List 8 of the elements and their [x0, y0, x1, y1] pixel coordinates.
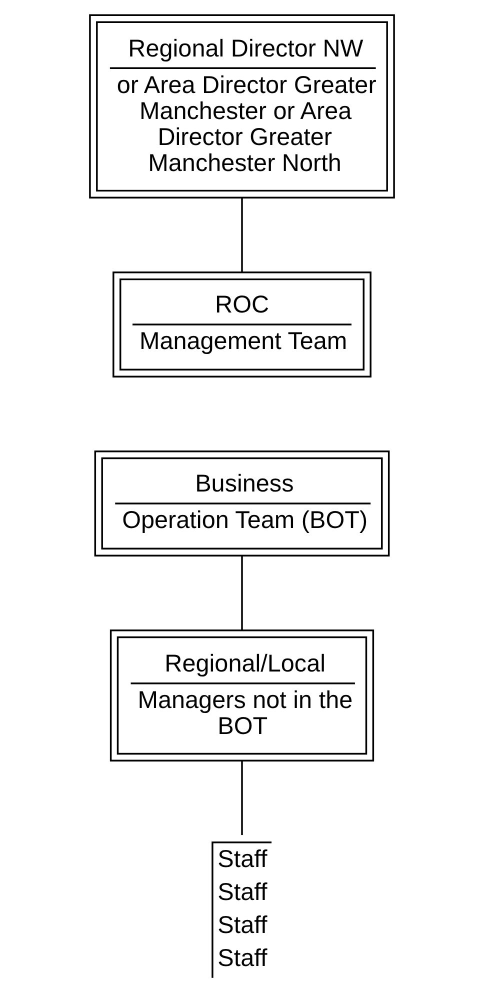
- node-box: Regional Director NW or Area Director Greater Manchester or Area Director Greater Manchester North: [89, 14, 395, 198]
- node-box: Regional/Local Managers not in the BOT: [110, 629, 374, 762]
- connector: [241, 198, 243, 272]
- node-box: ROC Management Team: [112, 272, 372, 378]
- node-text: Staff Staff Staff Staff: [218, 846, 268, 972]
- connector: [241, 556, 243, 630]
- connector: [241, 761, 243, 836]
- node-box: Business Operation Team (BOT): [94, 450, 390, 556]
